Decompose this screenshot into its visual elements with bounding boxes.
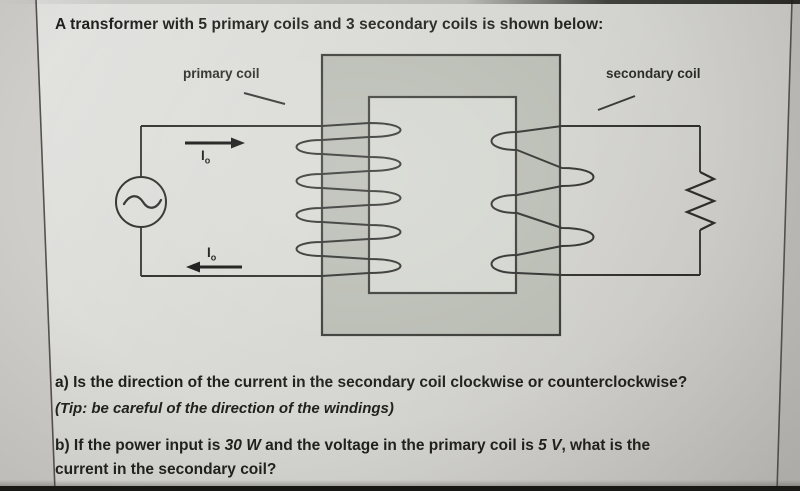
current-symbol: I <box>201 148 205 163</box>
current-arrow-top <box>185 137 245 149</box>
current-label-bottom: Io <box>207 245 216 263</box>
current-symbol: I <box>207 245 211 260</box>
ac-source-circle <box>115 176 167 228</box>
resistor-zigzag <box>684 171 717 231</box>
question-b-line1: b) If the power input is 30 W and the vo… <box>55 437 650 455</box>
bottom-black-bar <box>0 486 800 491</box>
primary-coil-label: primary coil <box>183 66 260 81</box>
page-title: A transformer with 5 primary coils and 3… <box>55 16 604 33</box>
power-value: 30 W <box>224 437 261 454</box>
question-b-mid: and the voltage in the primary coil is <box>260 437 539 454</box>
question-b-line2: current in the secondary coil? <box>55 461 277 478</box>
question-a-tip: (Tip: be careful of the direction of the… <box>55 400 394 417</box>
question-b-prefix: b) If the power input is <box>55 437 225 454</box>
current-label-top: Io <box>201 148 210 166</box>
current-subscript: o <box>204 155 211 166</box>
page-edge-left <box>35 0 56 491</box>
current-subscript: o <box>210 252 217 263</box>
question-a: a) Is the direction of the current in th… <box>55 374 688 391</box>
secondary-coil-pointer <box>597 95 636 111</box>
left-margin-strip <box>0 0 55 491</box>
question-b-suffix: , what is the <box>561 437 651 454</box>
secondary-coil-label: secondary coil <box>606 66 701 81</box>
primary-winding <box>141 122 402 277</box>
ac-sine-icon <box>122 195 163 209</box>
bottom-shadow <box>0 480 800 486</box>
right-margin-strip <box>777 0 800 491</box>
page-edge-right <box>776 0 793 491</box>
secondary-winding <box>490 125 700 276</box>
current-arrow-bottom <box>186 261 242 273</box>
voltage-value: 5 V <box>538 437 562 454</box>
primary-coil-pointer <box>243 92 286 105</box>
top-edge-shadow <box>0 0 800 4</box>
transformer-core-window <box>367 95 518 295</box>
